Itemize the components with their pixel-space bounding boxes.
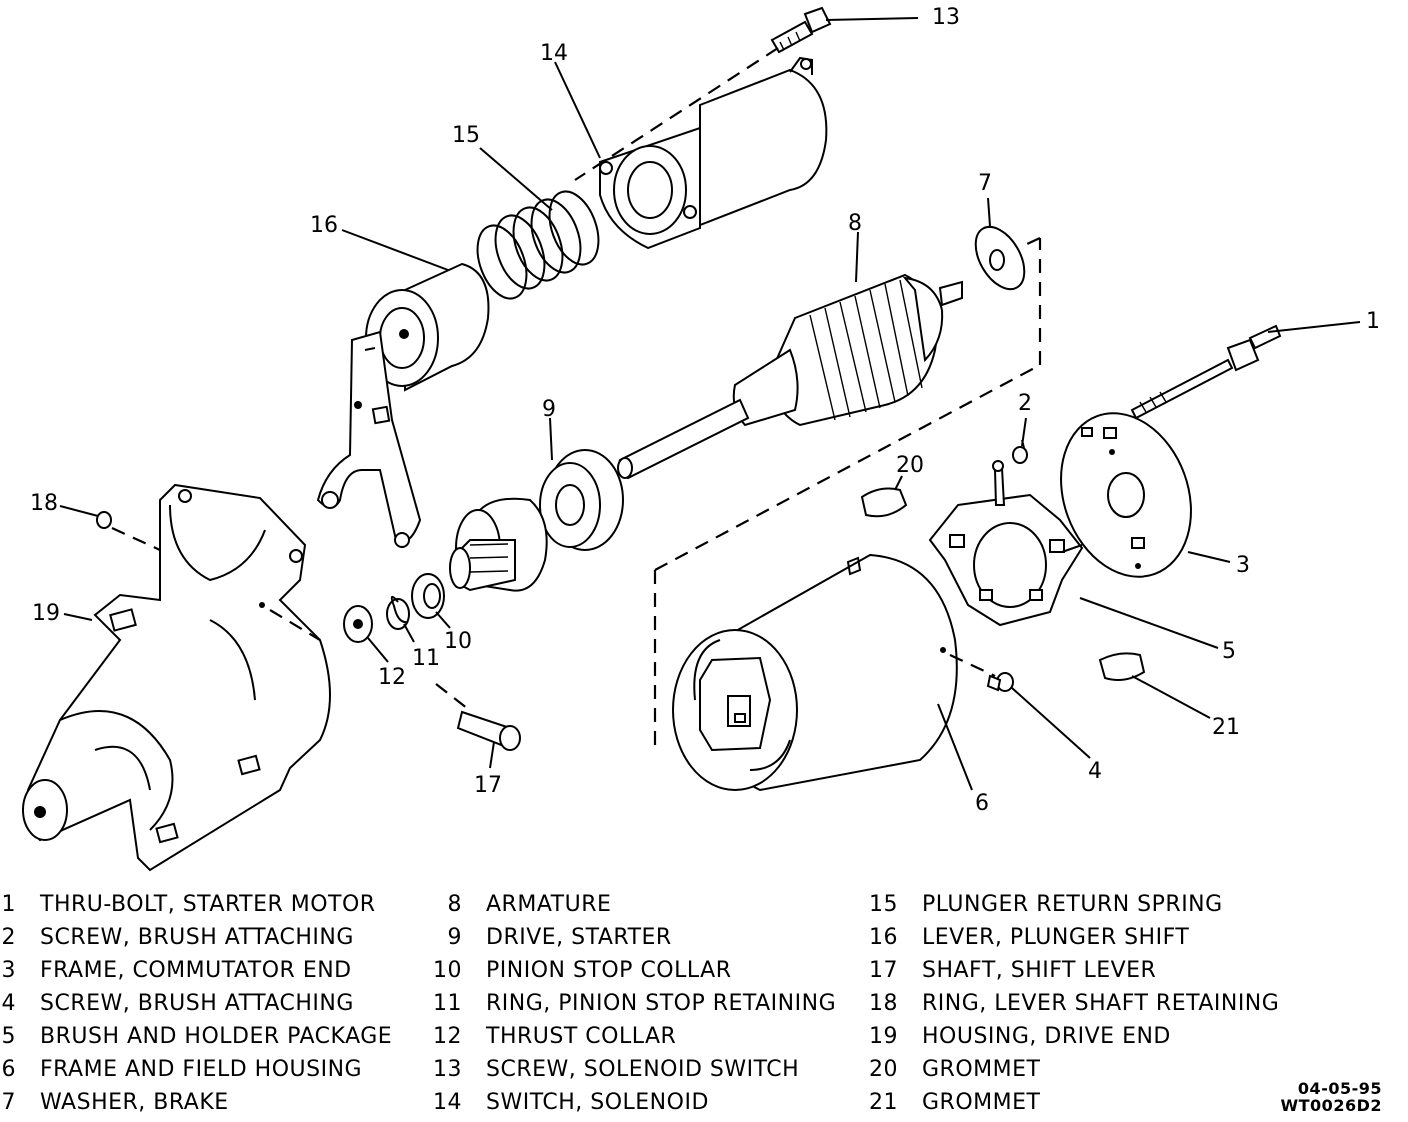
brush-screw-2-part <box>1012 439 1028 464</box>
legend-label: RING, PINION STOP RETAINING <box>486 991 837 1016</box>
callout-12: 12 <box>378 665 406 690</box>
callout-2: 2 <box>1018 391 1032 416</box>
callout-5: 5 <box>1222 639 1236 664</box>
legend-number: 11 <box>433 991 462 1016</box>
legend-number: 7 <box>1 1090 16 1115</box>
plunger-return-spring-part <box>476 190 600 300</box>
shift-lever-shaft-part <box>456 710 521 751</box>
brush-holder-part <box>928 460 1084 627</box>
field-housing-part <box>653 237 1042 792</box>
legend-number: 1 <box>1 892 16 917</box>
legend-number: 9 <box>447 925 462 950</box>
legend-number: 19 <box>869 1024 898 1049</box>
legend-label: PINION STOP COLLAR <box>486 958 732 983</box>
callout-13: 13 <box>932 5 960 30</box>
callout-4: 4 <box>1088 759 1102 784</box>
legend-label: GROMMET <box>922 1090 1041 1115</box>
callout-7: 7 <box>978 171 992 196</box>
legend-number: 5 <box>1 1024 16 1049</box>
legend-number: 10 <box>433 958 462 983</box>
pinion-collar-group <box>343 573 473 713</box>
legend-label: DRIVE, STARTER <box>486 925 672 950</box>
figure-code: WT0026D2 <box>1280 1096 1382 1115</box>
legend-label: SCREW, BRUSH ATTACHING <box>40 925 354 950</box>
legend-number: 16 <box>869 925 898 950</box>
retaining-ring-part <box>96 511 161 551</box>
legend-label: GROMMET <box>922 1057 1041 1082</box>
legend-label: ARMATURE <box>486 892 612 917</box>
legend-label: SHAFT, SHIFT LEVER <box>922 958 1157 983</box>
armature-part <box>617 273 963 480</box>
grommet-21-part <box>1098 652 1146 681</box>
callout-15: 15 <box>452 123 480 148</box>
callout-19: 19 <box>32 601 60 626</box>
legend-number: 6 <box>1 1057 16 1082</box>
legend-number: 21 <box>869 1090 898 1115</box>
callout-20: 20 <box>896 453 924 478</box>
legend-label: BRUSH AND HOLDER PACKAGE <box>40 1024 393 1049</box>
starter-drive-part <box>449 449 624 592</box>
legend-number: 18 <box>869 991 898 1016</box>
legend-number: 2 <box>1 925 16 950</box>
callout-16: 16 <box>310 213 338 238</box>
exploded-starter-diagram: 1 2 3 4 5 6 7 8 9 10 11 12 13 14 15 16 1… <box>22 5 1380 872</box>
callout-10: 10 <box>444 629 472 654</box>
callout-3: 3 <box>1236 553 1250 578</box>
solenoid-switch-part <box>599 56 828 250</box>
callout-9: 9 <box>542 397 556 422</box>
callout-18: 18 <box>30 491 58 516</box>
legend-number: 15 <box>869 892 898 917</box>
legend-label: HOUSING, DRIVE END <box>922 1024 1171 1049</box>
legend-label: THRU-BOLT, STARTER MOTOR <box>40 892 376 917</box>
drive-end-housing-part <box>22 483 331 872</box>
brake-washer-part <box>974 225 1026 291</box>
legend-number: 3 <box>1 958 16 983</box>
legend-label: PLUNGER RETURN SPRING <box>922 892 1223 917</box>
callout-8: 8 <box>848 211 862 236</box>
legend-number: 12 <box>433 1024 462 1049</box>
callout-11: 11 <box>412 646 440 671</box>
plunger-lever-part <box>316 262 490 548</box>
legend-number: 14 <box>433 1090 462 1115</box>
thru-bolt-part <box>1130 324 1282 420</box>
callout-14: 14 <box>540 41 568 66</box>
legend-label: LEVER, PLUNGER SHIFT <box>922 925 1190 950</box>
callout-6: 6 <box>975 791 989 816</box>
figure-code-block: 04-05-95 WT0026D2 <box>1280 1080 1382 1114</box>
date-code: 04-05-95 <box>1297 1079 1382 1098</box>
legend-label: RING, LEVER SHAFT RETAINING <box>922 991 1280 1016</box>
legend-number: 4 <box>1 991 16 1016</box>
legend-label: SCREW, SOLENOID SWITCH <box>486 1057 800 1082</box>
grommet-20-part <box>860 487 908 518</box>
legend-label: SCREW, BRUSH ATTACHING <box>40 991 354 1016</box>
solenoid-screw-part <box>574 6 832 181</box>
legend-number: 13 <box>433 1057 462 1082</box>
leader-lines <box>59 17 1361 791</box>
legend-number: 20 <box>869 1057 898 1082</box>
commutator-end-frame-part <box>1060 412 1192 578</box>
legend-number: 8 <box>447 892 462 917</box>
legend-label: FRAME, COMMUTATOR END <box>40 958 352 983</box>
callout-17: 17 <box>474 773 502 798</box>
brush-screw-4-part <box>986 672 1014 692</box>
legend-number: 17 <box>869 958 898 983</box>
legend-label: THRUST COLLAR <box>486 1024 677 1049</box>
callout-1: 1 <box>1366 309 1380 334</box>
callout-21: 21 <box>1212 715 1240 740</box>
legend-label: SWITCH, SOLENOID <box>486 1090 709 1115</box>
legend-label: FRAME AND FIELD HOUSING <box>40 1057 363 1082</box>
legend-label: WASHER, BRAKE <box>40 1090 229 1115</box>
